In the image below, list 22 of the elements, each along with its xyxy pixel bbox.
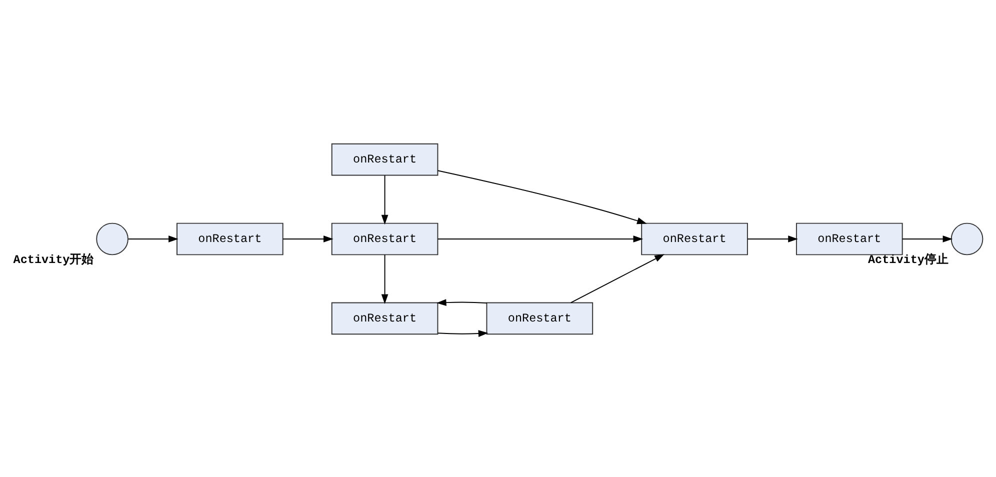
node-circle xyxy=(950,222,984,255)
node-box: onRestart xyxy=(176,222,284,255)
arrow xyxy=(436,298,488,306)
arrow xyxy=(128,235,178,242)
node-box: onRestart xyxy=(796,222,903,255)
node-circle xyxy=(96,222,128,255)
arrow xyxy=(282,235,334,242)
arrow xyxy=(381,254,388,304)
arrow xyxy=(902,235,953,242)
node-box: onRestart xyxy=(641,222,748,255)
node-box: onRestart xyxy=(331,302,438,334)
node-box: onRestart xyxy=(331,142,438,176)
node-label: Activity停止 xyxy=(868,252,948,267)
node-box: onRestart xyxy=(331,222,438,255)
arrow xyxy=(747,235,798,242)
arrow xyxy=(437,330,488,336)
node-box: onRestart xyxy=(486,302,594,334)
arrow xyxy=(570,254,664,303)
arrow xyxy=(381,174,388,224)
arrow xyxy=(438,235,644,242)
node-label: Activity开始 xyxy=(13,252,94,267)
arrow xyxy=(437,170,647,224)
